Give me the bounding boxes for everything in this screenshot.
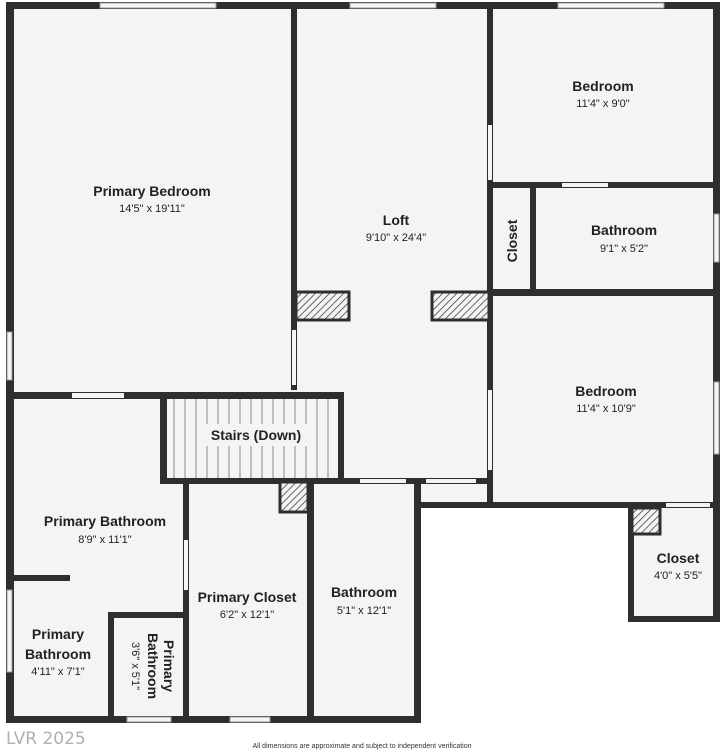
loft-label: Loft <box>383 212 410 228</box>
primary-bedroom-dim: 14'5" x 19'11" <box>119 203 185 215</box>
primary-closet-label: Primary Closet <box>198 589 297 605</box>
primary-closet-dim: 6'2" x 12'1" <box>220 609 274 621</box>
closet-small-label: Closet <box>504 219 520 262</box>
primary-bathroom-dim: 8'9" x 11'1" <box>78 534 131 546</box>
windows <box>6 2 720 723</box>
primary-bedroom-label: Primary Bedroom <box>93 183 210 199</box>
door-openings <box>72 125 710 590</box>
stairs <box>167 399 338 478</box>
bathroom-top-label: Bathroom <box>591 222 657 238</box>
bedroom-top-dim: 11'4" x 9'0" <box>576 98 629 110</box>
primary-bathroom-wc-label-line2: Bathroom <box>145 633 161 699</box>
footer-note: All dimensions are approximate and subje… <box>252 743 471 750</box>
primary-bathroom-small-dim: 4'11" x 7'1" <box>31 666 84 678</box>
closet-right-dim: 4'0" x 5'5" <box>654 570 702 582</box>
floor-fills <box>10 5 718 720</box>
bedroom-top-label: Bedroom <box>572 78 633 94</box>
primary-bathroom-wc-dim: 3'6" x 5'1" <box>129 642 141 690</box>
room-labels: Primary Bedroom 14'5" x 19'11" Loft 9'10… <box>25 78 702 699</box>
primary-bathroom-label: Primary Bathroom <box>44 513 166 529</box>
bedroom-mid-label: Bedroom <box>575 383 636 399</box>
bedroom-mid-dim: 11'4" x 10'9" <box>576 403 636 415</box>
bathroom-center-dim: 5'1" x 12'1" <box>337 605 391 617</box>
closet-right-label: Closet <box>657 550 700 566</box>
watermark: LVR 2025 <box>6 729 86 749</box>
hatched-chases <box>278 290 662 536</box>
primary-bathroom-small-label-line2: Bathroom <box>25 646 91 662</box>
loft-dim: 9'10" x 24'4" <box>366 232 426 244</box>
stairs-label: Stairs (Down) <box>211 427 301 443</box>
primary-bathroom-small-label-line1: Primary <box>32 626 84 642</box>
bathroom-center-label: Bathroom <box>331 584 397 600</box>
primary-bathroom-wc-label-line1: Primary <box>161 640 177 692</box>
bathroom-top-dim: 9'1" x 5'2" <box>600 243 648 255</box>
